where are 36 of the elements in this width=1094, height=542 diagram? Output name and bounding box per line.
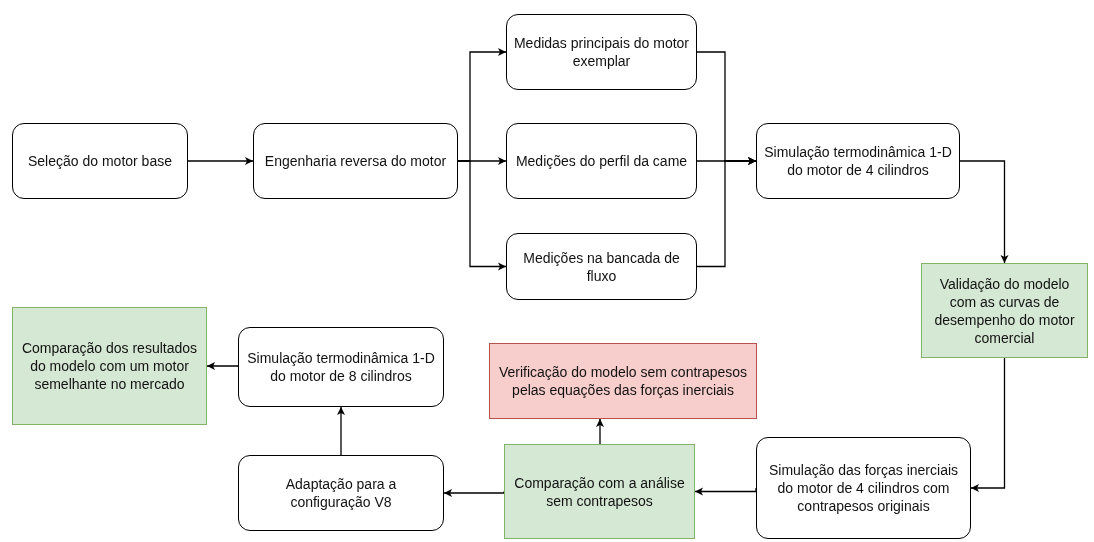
process-box — [756, 437, 971, 539]
process-box — [238, 327, 444, 407]
box-text: Simulação termodinâmica 1-D do motor de 4 cilindros — [763, 143, 953, 179]
process-box — [238, 455, 444, 531]
arrow — [970, 357, 1006, 492]
box-text: Verificação do modelo sem contrapesos pelas equações das forças inerciais — [497, 363, 749, 399]
highlighted-process-box — [921, 263, 1088, 358]
highlighted-process-box — [489, 343, 757, 419]
box-text: Comparação com a análise sem contrapesos — [513, 473, 686, 510]
box-text: Simulação termodinâmica 1-D do motor de 8 cilindros — [246, 349, 436, 385]
arrow — [959, 160, 1009, 264]
box-text: Seleção do motor base — [28, 152, 172, 170]
arrow — [206, 362, 239, 370]
arrow — [596, 418, 604, 445]
box-text: Engenharia reversa do motor — [264, 152, 447, 170]
highlighted-process-box — [12, 307, 207, 425]
arrow — [443, 489, 505, 497]
arrow — [337, 406, 345, 456]
highlighted-process-box — [504, 444, 695, 539]
arrow — [457, 160, 507, 271]
arrow — [694, 487, 757, 496]
process-box — [506, 14, 697, 90]
box-text: Medições na bancada de fluxo — [522, 248, 681, 285]
box-text: Adaptação para a configuração V8 — [284, 475, 398, 511]
process-box — [506, 233, 697, 300]
box-text: Validação do modelo com as curvas de desempenho do motor comercial — [933, 274, 1076, 347]
process-box — [756, 123, 960, 199]
box-text: Medidas principais do motor exemplar — [512, 34, 691, 70]
box-text: Comparação dos resultados do modelo com um motor semelhante no mercado — [20, 339, 199, 393]
process-box — [253, 123, 458, 199]
arrow — [187, 157, 254, 165]
box-text: Medições do perfil da came — [515, 152, 688, 170]
box-text: Simulação das forças inerciais do motor de 4 cilindros com contrapesos originais — [767, 461, 960, 515]
arrow — [696, 157, 757, 268]
process-box — [506, 123, 697, 199]
process-box — [12, 123, 188, 199]
